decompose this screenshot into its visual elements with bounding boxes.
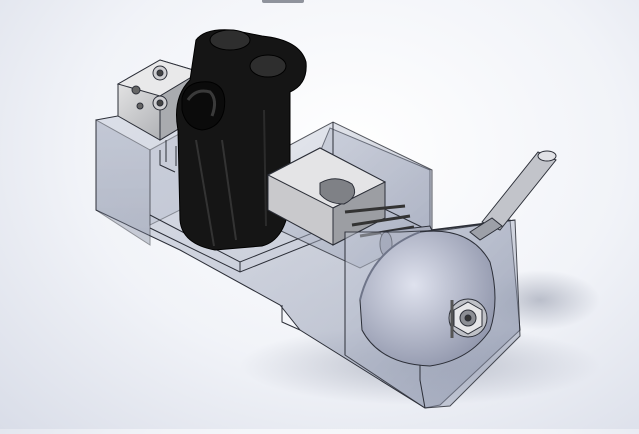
pin bbox=[344, 204, 406, 214]
hex-nut[interactable] bbox=[448, 298, 488, 338]
screw-icon bbox=[131, 85, 141, 95]
screw-icon bbox=[136, 102, 144, 110]
top-tab-icon[interactable] bbox=[262, 0, 304, 3]
pin bbox=[351, 214, 411, 227]
handle-rod[interactable] bbox=[469, 150, 557, 241]
